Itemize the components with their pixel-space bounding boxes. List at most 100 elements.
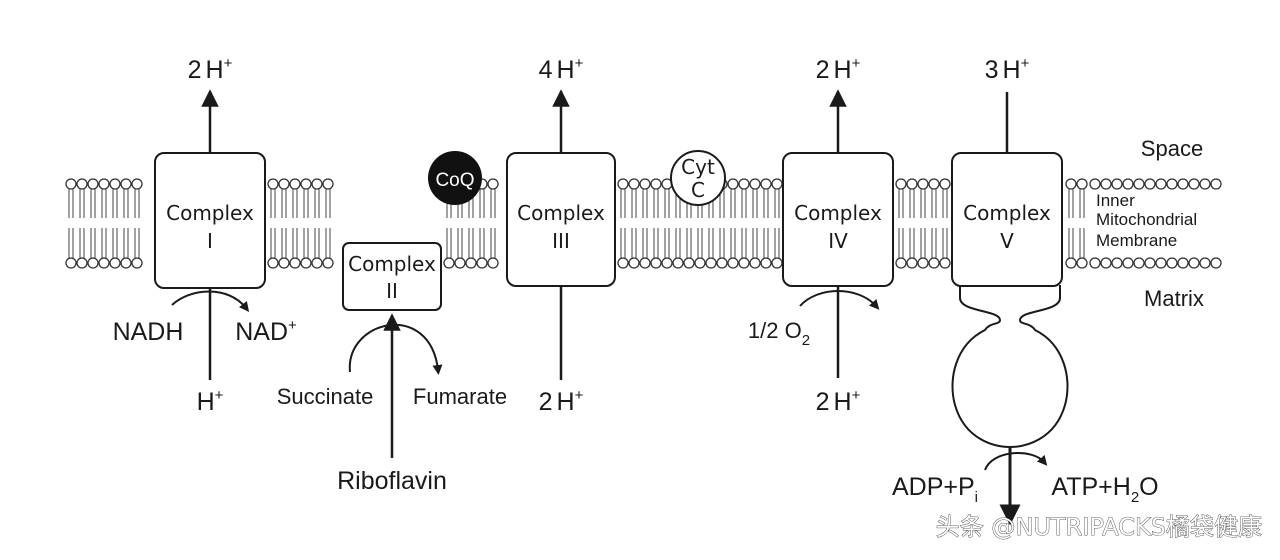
lipid-head [98,257,110,269]
lipid-head [628,178,640,190]
lipid-head [1100,257,1112,269]
lipid-head [131,178,143,190]
lipid-head [939,257,951,269]
space-label: Space [1141,136,1203,161]
lipid-head [1089,178,1101,190]
lipid-head [705,257,717,269]
complex-v-f1-head [951,285,1069,449]
nad-label: NAD+ [235,317,297,346]
lipid-head [1111,257,1123,269]
lipid-head [1111,178,1123,190]
complex-iv: Complex IV [782,152,894,287]
lipid-head [120,178,132,190]
oxygen-label: 1/2 O2 [748,318,810,349]
lipid-head [289,257,301,269]
membrane-label: Membrane [1096,231,1177,250]
atp-reaction-curve [984,451,1048,471]
lipid-head [131,257,143,269]
lipid-head [322,178,334,190]
lipid-head [311,257,323,269]
complex-i: Complex I [154,152,266,289]
complex-i-number: I [207,229,213,253]
watermark: 头条 @NUTRIPACKS橘袋健康 [936,513,1262,541]
lipid-head [1188,257,1200,269]
lipid-head [917,257,929,269]
complex-ii-number: II [386,279,398,303]
lipid-head [895,178,907,190]
lipid-head [771,257,783,269]
lipid-head [443,257,455,269]
lipid-head [727,257,739,269]
complex-v-number: V [1000,229,1014,253]
lipid-head [749,178,761,190]
lipid-head [1065,178,1077,190]
lipid-head [109,257,121,269]
proton-label-c1-in: H+ [197,387,224,416]
complex-i-label: Complex [166,201,254,225]
complex-v: Complex V [951,152,1063,287]
lipid-head [906,178,918,190]
lipid-head [906,257,918,269]
lipid-head [322,257,334,269]
lipid-head [1133,178,1145,190]
lipid-head [1076,257,1088,269]
lipid-head [760,178,772,190]
lipid-head [109,178,121,190]
complex-ii: Complex II [342,242,442,311]
coq-carrier: CoQ [428,151,482,205]
lipid-head [771,178,783,190]
lipid-head [278,178,290,190]
lipid-head [465,257,477,269]
lipid-head [76,178,88,190]
nadh-reaction-curve [171,290,250,312]
lipid-head [650,257,662,269]
lipid-head [1089,257,1101,269]
lipid-head [1166,178,1178,190]
lipid-head [672,257,684,269]
lipid-head [87,178,99,190]
lipid-head [650,178,662,190]
inner-label: Inner [1096,191,1135,210]
lipid-head [76,257,88,269]
lipid-head [639,178,651,190]
complex-iii-label: Complex [517,201,605,225]
lipid-head [716,257,728,269]
lipid-head [1076,178,1088,190]
lipid-head [1210,257,1222,269]
matrix-label: Matrix [1144,286,1204,311]
lipid-head [749,257,761,269]
lipid-head [917,178,929,190]
lipid-head [738,178,750,190]
lipid-head [289,178,301,190]
lipid-head [928,178,940,190]
lipid-head [454,257,466,269]
atp-label: ATP+H2O [1051,473,1158,506]
lipid-head [300,257,312,269]
lipid-head [87,257,99,269]
lipid-head [1188,178,1200,190]
lipid-head [928,257,940,269]
succinate-reaction-curve [348,323,443,375]
lipid-head [1122,178,1134,190]
lipid-head [98,178,110,190]
lipid-head [1155,178,1167,190]
lipid-head [120,257,132,269]
lipid-head [1177,178,1189,190]
lipid-head [617,178,629,190]
riboflavin-label: Riboflavin [337,467,447,495]
lipid-head [617,257,629,269]
cyt-label: Cyt [681,155,715,179]
lipid-head [1177,257,1189,269]
coq-label: CoQ [435,170,474,191]
lipid-head [278,257,290,269]
lipid-head [628,257,640,269]
lipid-head [661,257,673,269]
lipid-head [311,178,323,190]
complex-iii-number: III [552,229,570,253]
lipid-head [487,178,499,190]
adp-label: ADP+Pi [892,473,978,506]
lipid-head [683,257,695,269]
lipid-head [1122,257,1134,269]
